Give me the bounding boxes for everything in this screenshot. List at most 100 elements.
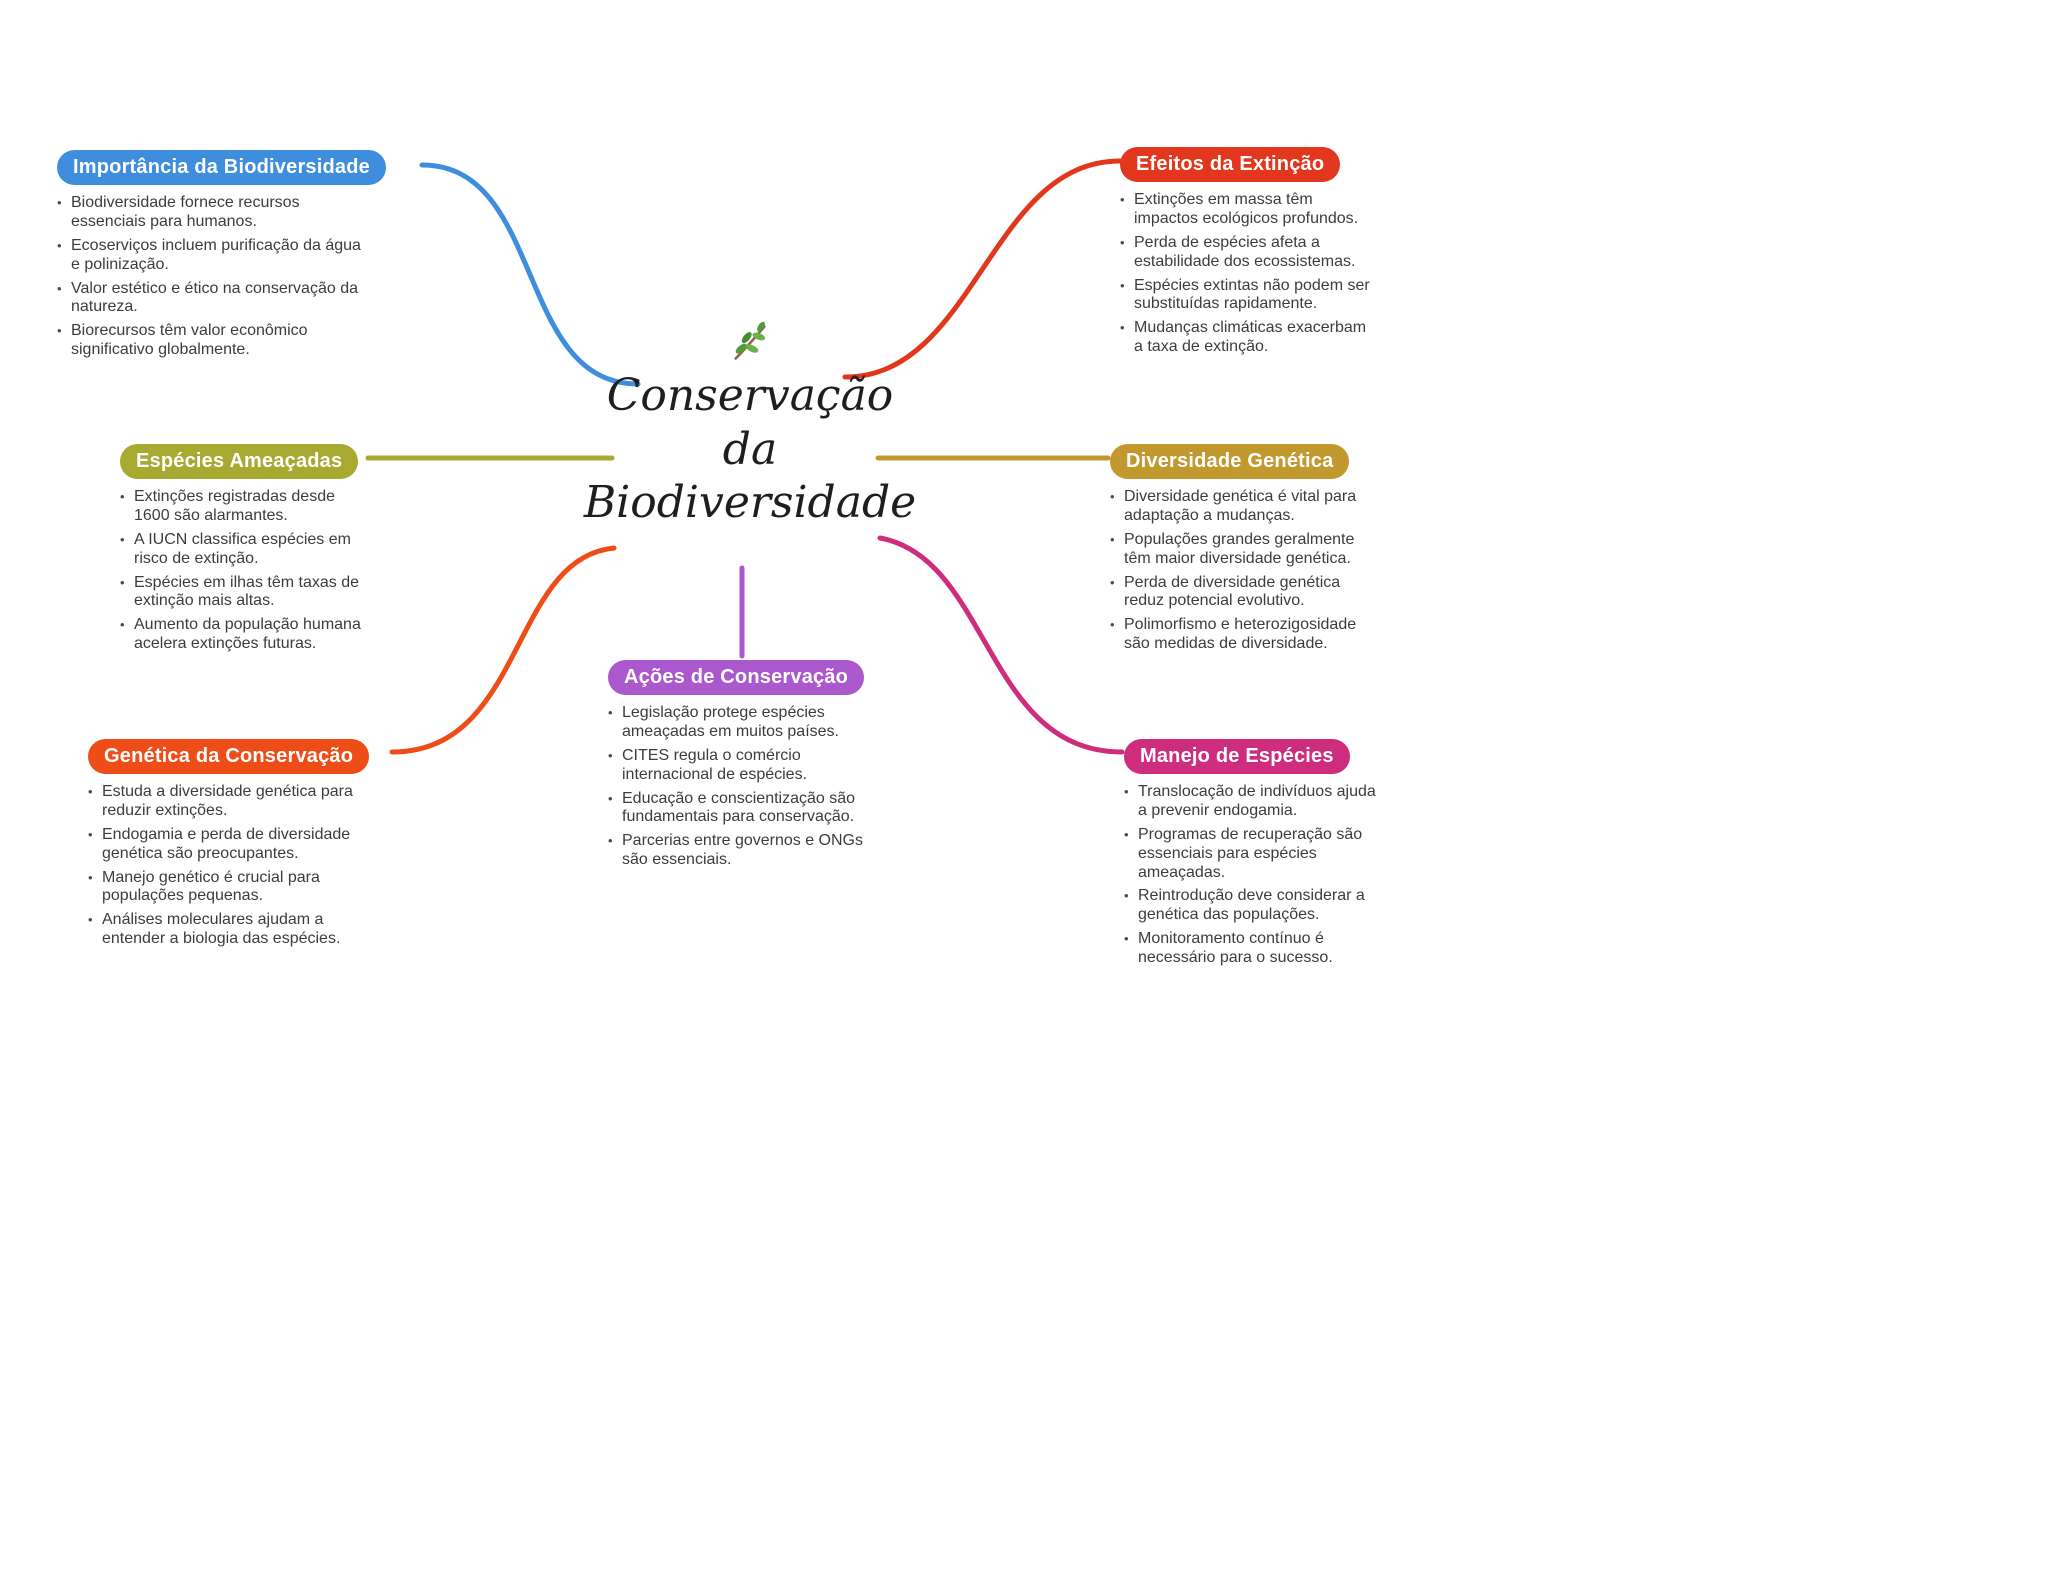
branch-title-pill[interactable]: Importância da Biodiversidade xyxy=(57,150,386,185)
branch-items: Translocação de indivíduos ajuda a preve… xyxy=(1124,783,1382,968)
branch-title-pill[interactable]: Efeitos da Extinção xyxy=(1120,147,1341,182)
bullet-dot xyxy=(1120,277,1134,315)
bullet-dot xyxy=(120,488,134,526)
bullet-text: Endogamia e perda de diversidade genétic… xyxy=(102,825,351,862)
bullet-item: Reintrodução deve considerar a genética … xyxy=(1124,887,1382,925)
bullet-item: Polimorfismo e heterozigosidade são medi… xyxy=(1110,616,1372,654)
bullet-dot xyxy=(1120,234,1134,272)
bullet-text: Programas de recuperação são essenciais … xyxy=(1138,825,1363,881)
bullet-dot xyxy=(1120,319,1134,357)
bullet-text: A IUCN classifica espécies em risco de e… xyxy=(134,530,351,567)
bullet-dot xyxy=(120,574,134,612)
branch-title-pill[interactable]: Espécies Ameaçadas xyxy=(120,444,359,479)
bullet-item: Perda de espécies afeta a estabilidade d… xyxy=(1120,234,1372,272)
bullet-item: Biodiversidade fornece recursos essencia… xyxy=(57,194,365,232)
bullet-text: Diversidade genética é vital para adapta… xyxy=(1124,488,1357,524)
central-node: Conservação da Biodiversidade xyxy=(555,320,945,530)
branch-items: Legislação protege espécies ameaçadas em… xyxy=(608,704,880,870)
bullet-dot xyxy=(1124,783,1138,821)
bullet-text: CITES regula o comércio internacional de… xyxy=(622,746,808,783)
branch-title-pill[interactable]: Ações de Conservação xyxy=(608,660,865,695)
bullet-item: Diversidade genética é vital para adapta… xyxy=(1110,488,1372,526)
bullet-text: Estuda a diversidade genética para reduz… xyxy=(102,783,353,819)
herb-icon xyxy=(728,320,772,364)
connector-genetica xyxy=(389,545,617,755)
branch-genetica: Genética da Conservação Estuda a diversi… xyxy=(88,739,370,949)
bullet-text: Perda de espécies afeta a estabilidade d… xyxy=(1134,233,1356,270)
bullet-text: Espécies em ilhas têm taxas de extinção … xyxy=(134,573,359,610)
bullet-dot xyxy=(57,280,71,318)
branch-especies: Espécies Ameaçadas Extinções registradas… xyxy=(120,444,370,654)
central-title-line: da xyxy=(722,423,778,475)
bullet-dot xyxy=(608,790,622,828)
bullet-text: Parcerias entre governos e ONGs são esse… xyxy=(622,832,863,869)
bullet-text: Extinções registradas desde 1600 são ala… xyxy=(134,488,335,524)
central-title-line: Biodiversidade xyxy=(583,477,917,529)
bullet-dot xyxy=(1124,826,1138,883)
bullet-dot xyxy=(88,911,102,949)
bullet-text: Educação e conscientização são fundament… xyxy=(622,789,856,826)
bullet-item: Programas de recuperação são essenciais … xyxy=(1124,826,1382,883)
bullet-text: Translocação de indivíduos ajuda a preve… xyxy=(1138,783,1376,819)
bullet-item: Espécies em ilhas têm taxas de extinção … xyxy=(120,574,370,612)
bullet-dot xyxy=(120,531,134,569)
bullet-dot xyxy=(1124,930,1138,968)
bullet-text: Ecoserviços incluem purificação da água … xyxy=(71,236,361,273)
bullet-item: Extinções registradas desde 1600 são ala… xyxy=(120,488,370,526)
central-title[interactable]: Conservação da Biodiversidade xyxy=(555,369,945,530)
bullet-dot xyxy=(88,826,102,864)
bullet-text: Perda de diversidade genética reduz pote… xyxy=(1124,573,1341,610)
bullet-item: Análises moleculares ajudam a entender a… xyxy=(88,911,364,949)
bullet-item: Espécies extintas não podem ser substitu… xyxy=(1120,277,1372,315)
bullet-dot xyxy=(57,194,71,232)
bullet-text: Manejo genético é crucial para populaçõe… xyxy=(102,868,320,905)
bullet-item: CITES regula o comércio internacional de… xyxy=(608,747,880,785)
branch-items: Extinções em massa têm impactos ecológic… xyxy=(1120,191,1372,357)
branch-diversidade: Diversidade Genética Diversidade genétic… xyxy=(1110,444,1372,654)
bullet-dot xyxy=(608,832,622,870)
bullet-dot xyxy=(1110,616,1124,654)
connector-manejo xyxy=(877,535,1125,755)
branch-importancia: Importância da Biodiversidade Biodiversi… xyxy=(57,150,386,360)
branch-efeitos: Efeitos da Extinção Extinções em massa t… xyxy=(1120,147,1372,357)
bullet-item: Estuda a diversidade genética para reduz… xyxy=(88,783,364,821)
bullet-item: Extinções em massa têm impactos ecológic… xyxy=(1120,191,1372,229)
bullet-item: Parcerias entre governos e ONGs são esse… xyxy=(608,832,880,870)
branch-title-pill[interactable]: Manejo de Espécies xyxy=(1124,739,1350,774)
branch-title-pill[interactable]: Diversidade Genética xyxy=(1110,444,1350,479)
bullet-item: Educação e conscientização são fundament… xyxy=(608,790,880,828)
bullet-dot xyxy=(120,616,134,654)
bullet-text: Legislação protege espécies ameaçadas em… xyxy=(622,704,839,740)
bullet-dot xyxy=(1124,887,1138,925)
bullet-dot xyxy=(57,322,71,360)
branch-title-pill[interactable]: Genética da Conservação xyxy=(88,739,370,774)
bullet-dot xyxy=(1110,531,1124,569)
bullet-text: Biorecursos têm valor econômico signific… xyxy=(71,322,308,359)
central-title-line: Conservação xyxy=(606,370,894,421)
bullet-item: A IUCN classifica espécies em risco de e… xyxy=(120,531,370,569)
branch-manejo: Manejo de Espécies Translocação de indiv… xyxy=(1124,739,1382,968)
bullet-text: Populações grandes geralmente têm maior … xyxy=(1124,530,1355,567)
bullet-text: Mudanças climáticas exacerbam a taxa de … xyxy=(1134,319,1367,356)
bullet-item: Translocação de indivíduos ajuda a preve… xyxy=(1124,783,1382,821)
bullet-text: Valor estético e ético na conservação da… xyxy=(71,279,358,316)
bullet-text: Biodiversidade fornece recursos essencia… xyxy=(71,194,300,230)
bullet-dot xyxy=(88,783,102,821)
bullet-item: Mudanças climáticas exacerbam a taxa de … xyxy=(1120,319,1372,357)
bullet-dot xyxy=(1110,574,1124,612)
bullet-text: Monitoramento contínuo é necessário para… xyxy=(1138,930,1333,966)
bullet-item: Legislação protege espécies ameaçadas em… xyxy=(608,704,880,742)
branch-items: Extinções registradas desde 1600 são ala… xyxy=(120,488,370,654)
bullet-item: Manejo genético é crucial para populaçõe… xyxy=(88,869,364,907)
bullet-item: Ecoserviços incluem purificação da água … xyxy=(57,237,365,275)
bullet-text: Extinções em massa têm impactos ecológic… xyxy=(1134,191,1359,227)
bullet-text: Polimorfismo e heterozigosidade são medi… xyxy=(1124,616,1357,653)
bullet-dot xyxy=(608,747,622,785)
bullet-text: Aumento da população humana acelera exti… xyxy=(134,616,361,653)
bullet-item: Endogamia e perda de diversidade genétic… xyxy=(88,826,364,864)
bullet-dot xyxy=(1110,488,1124,526)
branch-acoes: Ações de Conservação Legislação protege … xyxy=(608,660,880,870)
bullet-item: Biorecursos têm valor econômico signific… xyxy=(57,322,365,360)
bullet-item: Populações grandes geralmente têm maior … xyxy=(1110,531,1372,569)
bullet-dot xyxy=(1120,191,1134,229)
